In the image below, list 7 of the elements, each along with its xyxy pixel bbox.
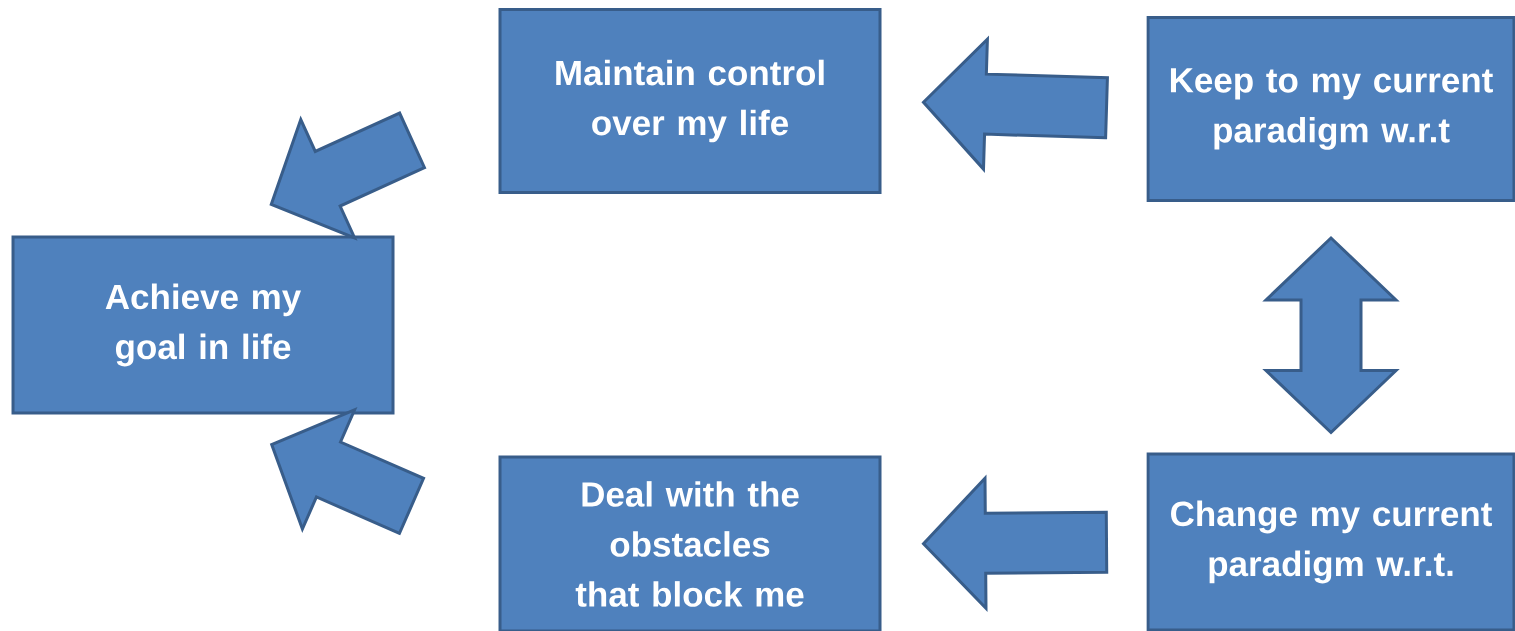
- process-box: Maintain control over my life: [498, 8, 882, 194]
- process-box: Achieve my goal in life: [11, 235, 395, 415]
- block-arrow: [921, 474, 1109, 612]
- process-box: Keep to my current paradigm w.r.t: [1146, 16, 1515, 202]
- process-box: Change my current paradigm w.r.t.: [1146, 452, 1515, 631]
- block-arrow: [921, 35, 1109, 173]
- process-box: Deal with the obstacles that block me: [498, 455, 882, 631]
